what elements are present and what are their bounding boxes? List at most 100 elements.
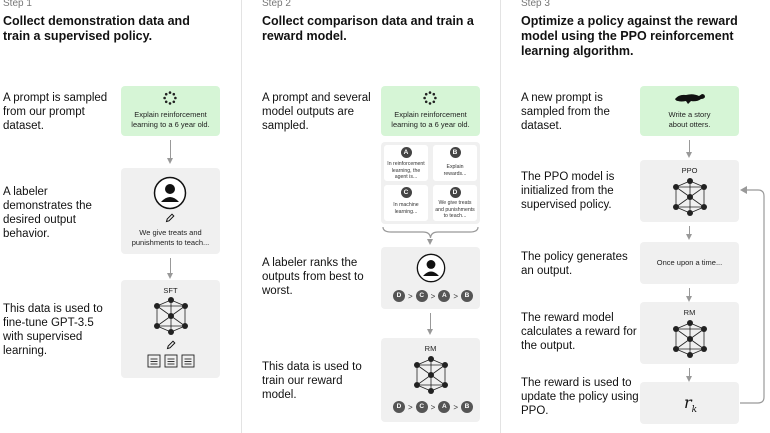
step3-ppo-box: PPO [640,160,739,222]
rank-item: B [461,401,474,413]
rank-item: A [438,290,451,302]
column-divider [500,0,501,433]
rank-op: > [430,402,436,412]
sft-label: SFT [163,286,178,295]
arrow [689,140,691,154]
arrow-head [427,239,433,245]
step2-prompt-box: Explain reinforcement learning to a 6 ye… [381,86,480,136]
step1-prompt-box: Explain reinforcement learning to a 6 ye… [121,86,220,136]
arrow-head [167,158,173,164]
arrow-head [686,234,692,240]
ranking-row: D > C > A > B [393,401,474,413]
neural-network-icon [154,297,188,335]
rank-op: > [408,402,413,412]
rank-op: > [453,402,459,412]
step3-prompt-text: Write a story about otters. [668,110,711,129]
arrow-head [686,296,692,302]
rank-op: > [408,291,413,301]
step3-desc-4: The reward model calculates a reward for… [521,312,637,352]
step2-desc-3: This data is used to train our reward mo… [262,361,362,401]
pencil-icon [165,213,175,223]
loading-icon [163,91,177,105]
step1-desc-2: A labeler demonstrates the desired outpu… [3,186,92,240]
step3-output-text: Once upon a time... [656,258,723,267]
arrow [170,140,172,160]
documents-icon [147,354,195,368]
step1-labeler-box: We give treats and punishments to teach.… [121,168,220,254]
reward-k: k [691,405,698,416]
otter-icon [675,94,705,104]
step3-rm-box: RM [640,302,739,364]
labeler-person-icon [153,176,187,210]
step2-outputs-box: A In reinforcement learning, the agent i… [381,142,480,224]
column-divider [241,0,242,433]
output-card-b: B Explain rewards... [433,145,477,181]
step3-label: Step 3 [521,0,550,9]
neural-network-icon [414,356,448,394]
output-letter-c: C [400,187,412,198]
output-card-c: C In machine learning... [384,185,428,221]
rank-op: > [430,291,436,301]
arrow [689,226,691,236]
ppo-label: PPO [681,166,698,175]
output-text-d: We give treats and punishments to teach.… [435,200,475,219]
step3-title: Optimize a policy against the reward mod… [521,14,738,58]
output-letter-a: A [400,147,412,158]
arrow-head [167,273,173,279]
step1-desc-1: A prompt is sampled from our prompt data… [3,92,108,132]
arrow-head [427,329,433,335]
arrow [689,368,691,378]
output-text-a: In reinforcement learning, the agent is.… [387,161,425,180]
output-letter-d: D [449,187,461,198]
step1-prompt-text: Explain reinforcement learning to a 6 ye… [131,110,210,129]
step2-desc-2: A labeler ranks the outputs from best to… [262,257,364,297]
step2-prompt-text: Explain reinforcement learning to a 6 ye… [391,110,470,129]
rank-item: C [415,401,428,413]
output-text-c: In machine learning... [393,202,419,215]
neural-network-icon [673,178,707,216]
arrow-head [686,152,692,158]
arrow [170,258,172,275]
step3-desc-5: The reward is used to update the policy … [521,377,639,417]
step3-desc-2: The PPO model is initialized from the su… [521,171,615,211]
ranking-row: D > C > A > B [393,290,474,302]
step1-label: Step 1 [3,0,32,9]
step2-label: Step 2 [262,0,291,9]
step3-desc-1: A new prompt is sampled from the dataset… [521,92,610,132]
arrow-head [686,376,692,382]
arrow [430,313,432,331]
step1-title: Collect demonstration data and train a s… [3,14,190,43]
rank-item: D [393,401,405,413]
rank-item: B [461,290,474,302]
rank-item: A [438,401,451,413]
brace-connector [382,226,479,239]
step1-desc-3: This data is used to fine-tune GPT-3.5 w… [3,303,103,357]
rank-item: D [393,290,405,302]
output-card-d: D We give treats and punishments to teac… [433,185,477,221]
step2-labeler-box: D > C > A > B [381,247,480,309]
loading-icon [423,91,437,105]
feedback-loop-arrow [740,186,765,404]
step3-desc-3: The policy generates an output. [521,251,628,277]
pencil-icon [166,340,176,350]
output-letter-b: B [449,147,461,158]
reward-symbol: rk [684,393,697,415]
step2-title: Collect comparison data and train a rewa… [262,14,474,43]
rank-item: C [415,290,428,302]
step2-rm-box: RM D > C > A > B [381,338,480,422]
rm-label: RM [683,308,696,317]
step2-desc-1: A prompt and several model outputs are s… [262,92,371,132]
step3-reward-box: rk [640,382,739,424]
step1-labeler-text: We give treats and punishments to teach.… [131,228,210,247]
arrow [689,288,691,298]
output-card-a: A In reinforcement learning, the agent i… [384,145,428,181]
reward-r: r [684,393,692,412]
labeler-person-icon [416,253,446,283]
step3-prompt-box: Write a story about otters. [640,86,739,136]
rm-label: RM [424,344,437,353]
step1-sft-box: SFT [121,280,220,378]
neural-network-icon [673,320,707,358]
output-text-b: Explain rewards... [443,164,467,177]
step3-output-box: Once upon a time... [640,242,739,284]
rank-op: > [453,291,459,301]
